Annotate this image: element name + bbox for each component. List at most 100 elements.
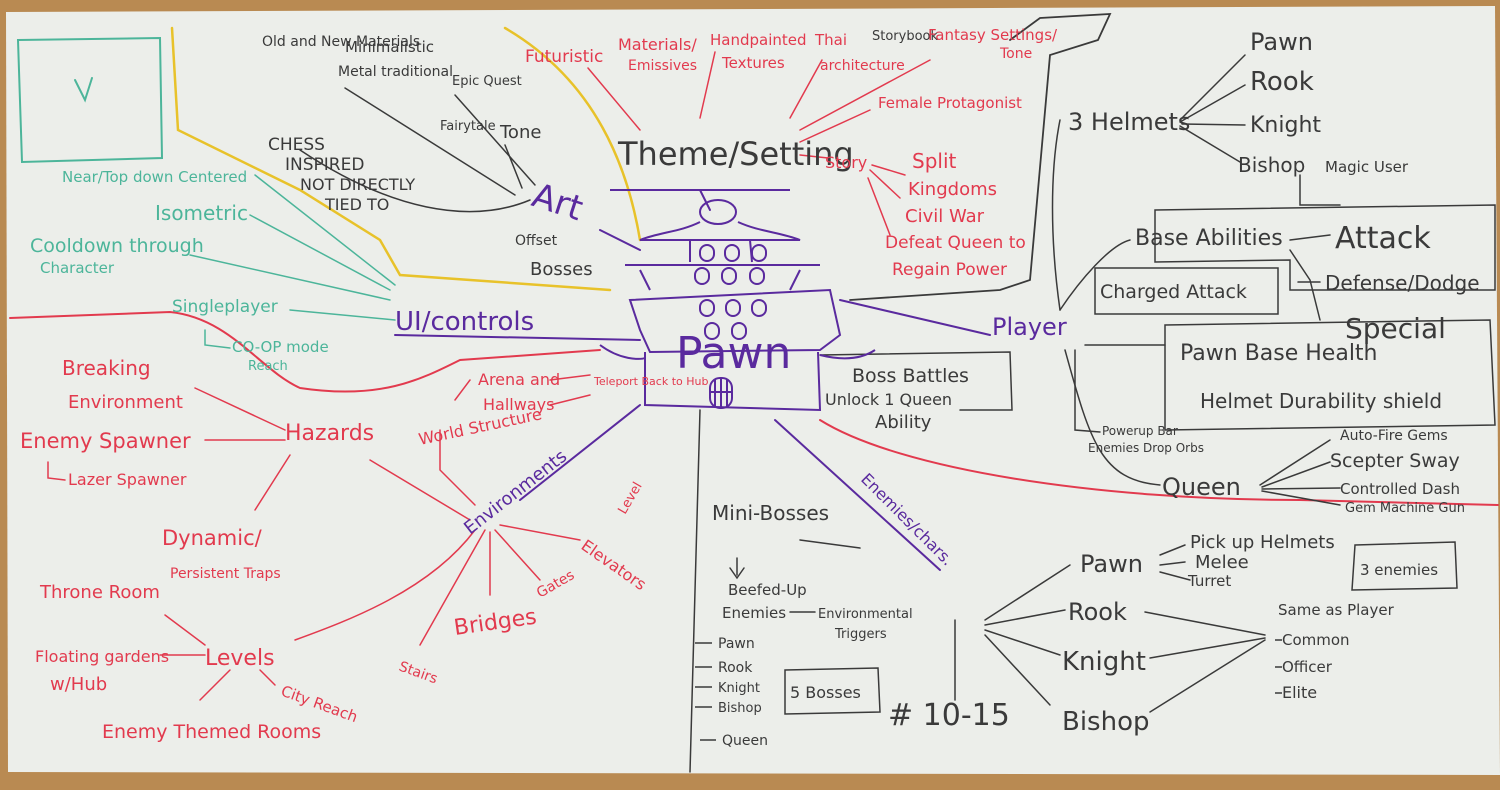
- pawn-detail: Pick up Helmets: [1190, 532, 1335, 553]
- powerup-item: Powerup Bar: [1102, 424, 1178, 438]
- art-item: Fairytale: [440, 119, 496, 134]
- queen-label: Queen: [1162, 473, 1241, 501]
- hazards-label: Hazards: [285, 421, 374, 446]
- art-item: Offset: [515, 233, 558, 249]
- center-title: Pawn: [676, 328, 791, 379]
- ui-label: UI/controls: [395, 307, 534, 337]
- theme-item: Female Protagonist: [878, 94, 1022, 112]
- theme-item: Thai: [814, 31, 847, 49]
- queen-item: Auto-Fire Gems: [1340, 428, 1448, 444]
- art-item: TIED TO: [324, 195, 389, 214]
- art-item: Metal traditional: [338, 64, 453, 80]
- theme-item: Emissives: [628, 58, 697, 74]
- miniboss-item: Environmental: [818, 607, 913, 622]
- art-item: NOT DIRECTLY: [300, 175, 415, 194]
- ability-item: Charged Attack: [1100, 281, 1247, 303]
- levels-item: Throne Room: [39, 582, 160, 603]
- rank-item: Officer: [1282, 658, 1333, 676]
- levels-item: w/Hub: [50, 674, 107, 695]
- ui-item: Near/Top down Centered: [62, 168, 247, 186]
- rank-item: Elite: [1282, 683, 1317, 702]
- helmet-item: Bishop: [1238, 153, 1305, 177]
- bosses-box: 5 Bosses: [790, 683, 861, 702]
- world-item: Arena and: [478, 370, 560, 389]
- queen-item: Scepter Sway: [1330, 450, 1460, 472]
- story-item: Defeat Queen to: [885, 233, 1026, 253]
- boss-count: # 10-15: [888, 698, 1010, 733]
- miniboss-list-item: Rook: [718, 660, 753, 676]
- ui-item: Character: [40, 259, 115, 277]
- helmet-item: Knight: [1250, 113, 1321, 138]
- hazards-item: Lazer Spawner: [68, 470, 187, 489]
- ability-item: Defense/Dodge: [1325, 271, 1480, 295]
- story-item: Split: [912, 149, 957, 173]
- theme-item: Textures: [721, 54, 785, 72]
- art-item: Epic Quest: [452, 74, 522, 89]
- ui-item: Reach: [248, 359, 288, 374]
- levels-item: Floating gardens: [35, 647, 169, 666]
- boss-line: Boss Battles: [852, 365, 969, 387]
- minibosses-label: Mini-Bosses: [712, 501, 829, 525]
- theme-item: Futuristic: [525, 47, 603, 67]
- pawn-detail: Turret: [1187, 572, 1231, 590]
- powerup-item: Enemies Drop Orbs: [1088, 441, 1204, 455]
- story-item: Regain Power: [892, 260, 1007, 280]
- ui-item: Singleplayer: [172, 297, 278, 317]
- ability-item: Attack: [1335, 221, 1431, 256]
- theme-label: Theme/Setting: [617, 135, 854, 173]
- hazards-item: Persistent Traps: [170, 566, 281, 582]
- miniboss-list-item: Bishop: [718, 701, 762, 716]
- miniboss-list-item: Pawn: [718, 636, 755, 652]
- world-item: Teleport Back to Hub: [593, 375, 708, 388]
- art-item: INSPIRED: [285, 155, 364, 175]
- enemy-piece: Bishop: [1062, 707, 1150, 737]
- player-label: Player: [992, 313, 1067, 341]
- theme-item: Handpainted: [710, 31, 807, 49]
- theme-item: Fantasy Settings/: [928, 26, 1058, 44]
- health-item: Pawn Base Health: [1180, 341, 1378, 366]
- boss-line: Unlock 1 Queen: [825, 390, 952, 409]
- health-item: Helmet Durability shield: [1200, 389, 1442, 413]
- theme-item: architecture: [820, 58, 905, 74]
- enemy-piece: Knight: [1062, 647, 1146, 677]
- art-item: CHESS: [268, 135, 325, 155]
- ui-item: Isometric: [155, 201, 248, 225]
- miniboss-item: Triggers: [834, 627, 887, 642]
- miniboss-item: Enemies: [722, 604, 786, 622]
- hazards-item: Enemy Spawner: [20, 429, 191, 453]
- hazards-item: Breaking: [62, 356, 151, 380]
- helmet-item: Rook: [1250, 67, 1314, 97]
- ranks-title: Same as Player: [1278, 601, 1395, 619]
- hazards-item: Environment: [68, 392, 183, 413]
- art-item: Tone: [499, 122, 541, 143]
- levels-item: Enemy Themed Rooms: [102, 721, 321, 743]
- world-item: Hallways: [483, 395, 554, 414]
- helmet-item: Magic User: [1325, 158, 1409, 176]
- abilities-label: Base Abilities: [1135, 226, 1283, 251]
- helmets-label: 3 Helmets: [1068, 108, 1190, 136]
- enemy-piece: Rook: [1068, 598, 1127, 626]
- hazards-item: Dynamic/: [162, 526, 263, 550]
- miniboss-list-item: Queen: [722, 733, 768, 749]
- story-item: Kingdoms: [908, 179, 997, 200]
- boss-line: Ability: [875, 412, 932, 433]
- levels-label: Levels: [205, 646, 275, 671]
- miniboss-item: Beefed-Up: [728, 581, 807, 599]
- theme-item: Materials/: [618, 35, 697, 54]
- art-item: Bosses: [530, 259, 593, 280]
- ui-item: Cooldown through: [30, 235, 204, 257]
- queen-item: Gem Machine Gun: [1345, 501, 1465, 516]
- theme-item: Tone: [999, 46, 1032, 62]
- story-label: Story: [825, 153, 867, 172]
- enemies-count-box: 3 enemies: [1360, 561, 1438, 579]
- helmet-item: Pawn: [1250, 28, 1313, 56]
- rank-item: Common: [1282, 631, 1350, 649]
- ui-item: CO-OP mode: [232, 338, 329, 356]
- pawn-detail: Melee: [1195, 552, 1249, 573]
- miniboss-list-item: Knight: [718, 681, 760, 696]
- story-item: Civil War: [905, 206, 985, 227]
- art-item: Minimalistic: [345, 38, 434, 56]
- enemy-piece: Pawn: [1080, 550, 1143, 578]
